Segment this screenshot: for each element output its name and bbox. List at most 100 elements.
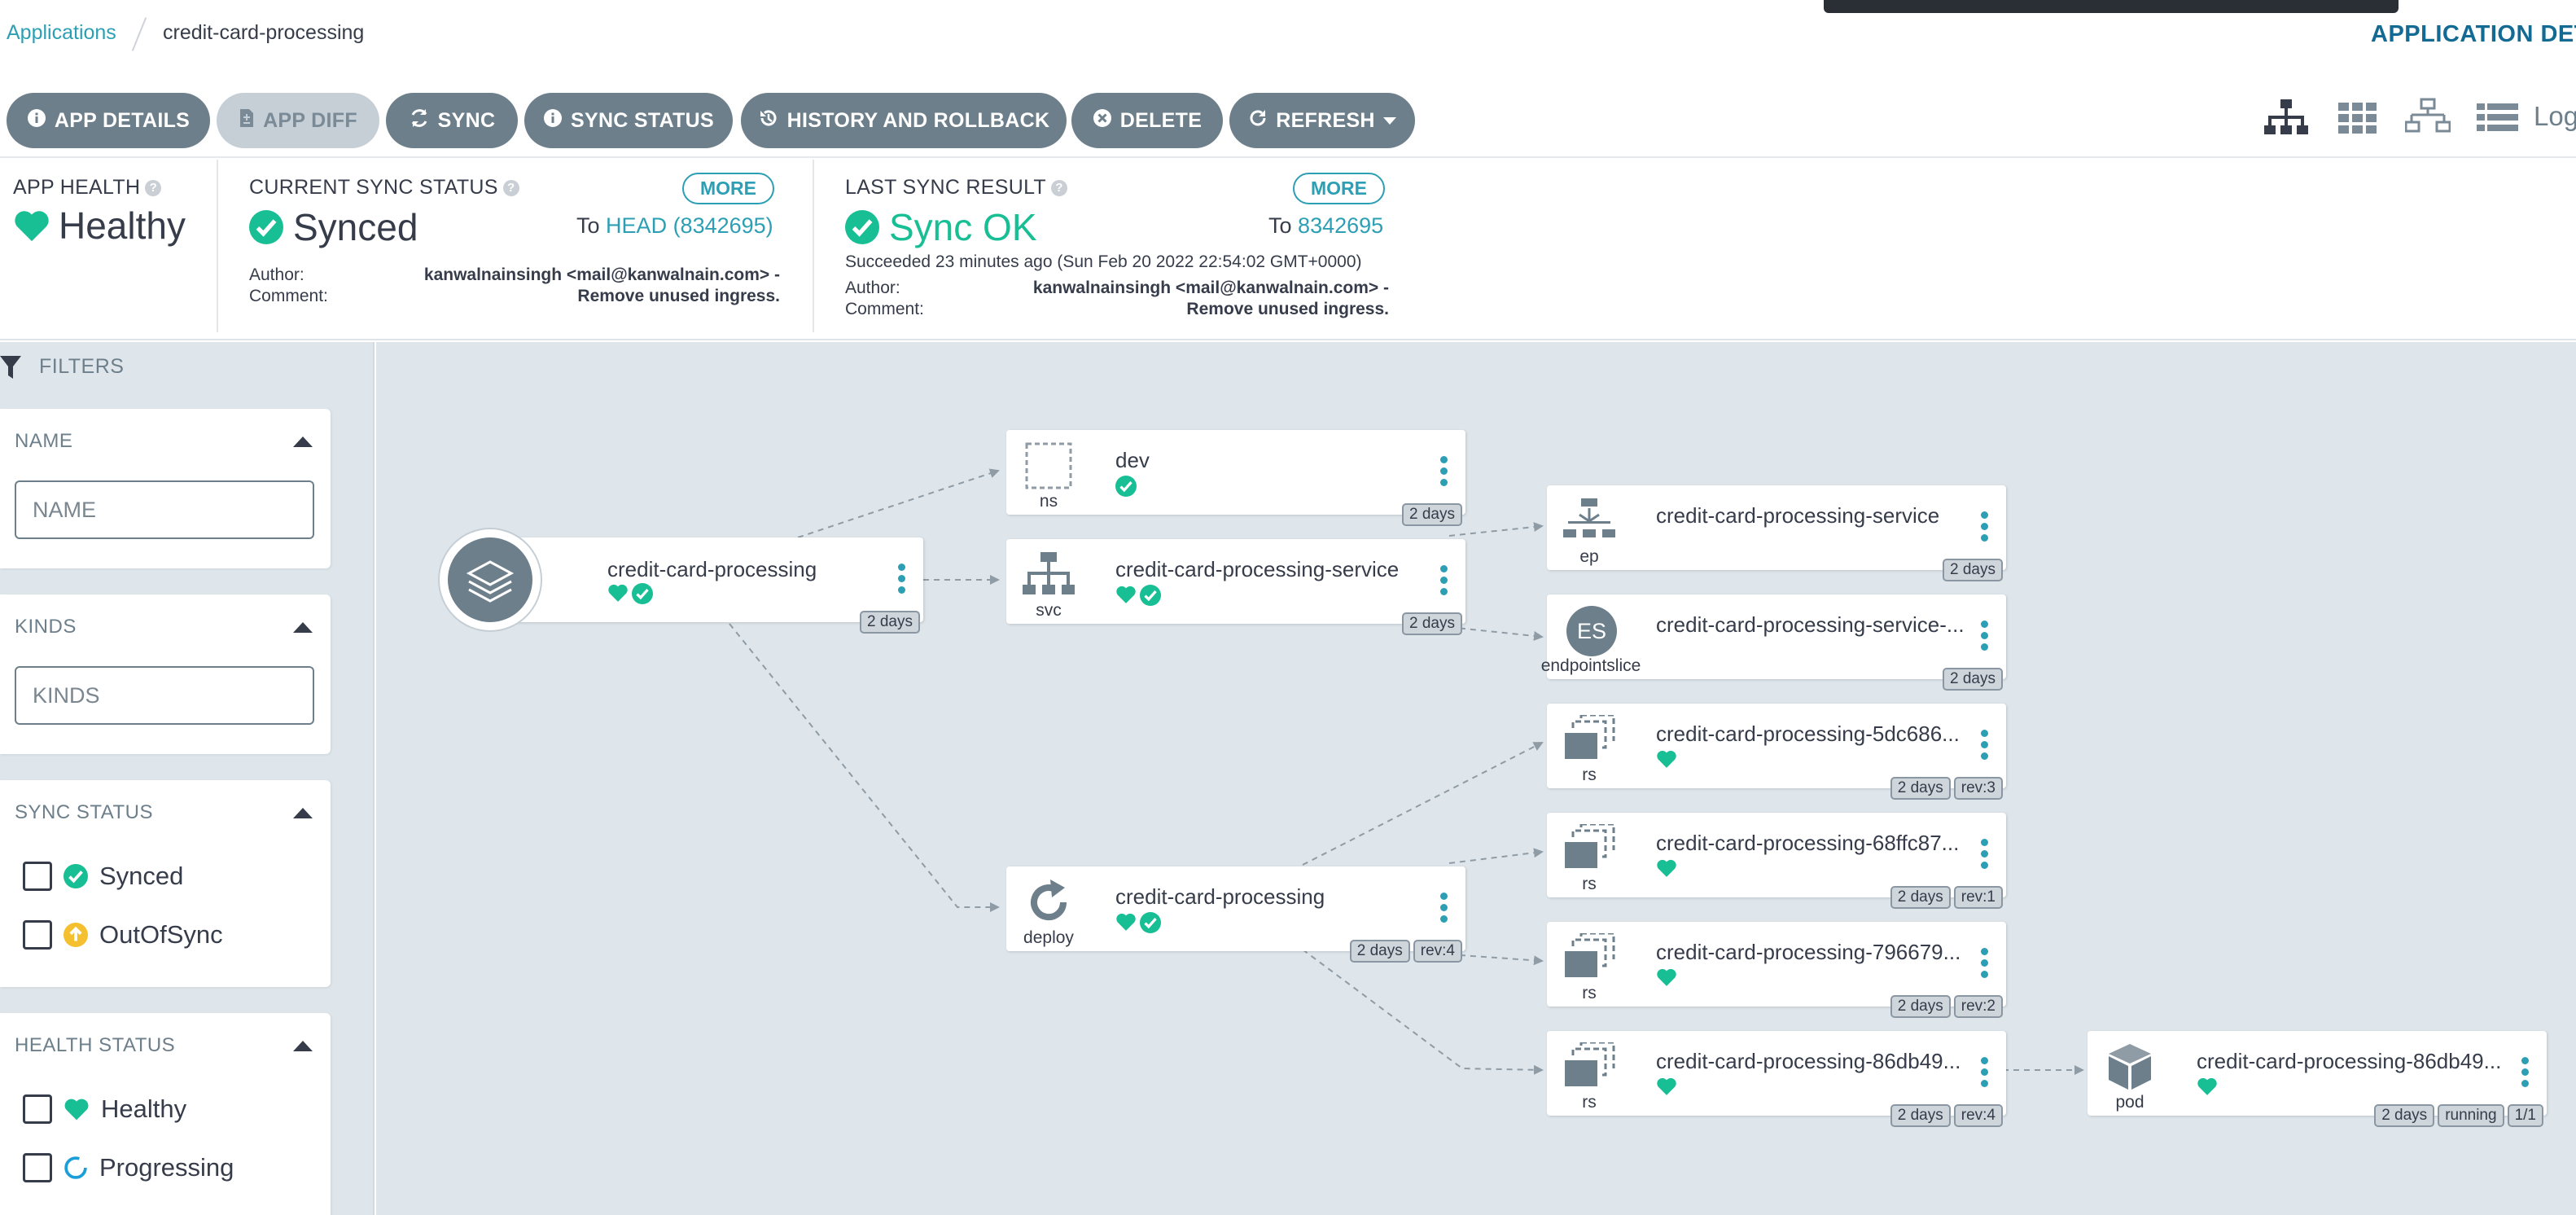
- check-circle-icon: [1115, 476, 1137, 497]
- divider: [217, 160, 218, 332]
- last-sync-result-label: LAST SYNC RESULT?: [845, 176, 1067, 200]
- network-view-icon[interactable]: [2405, 96, 2451, 142]
- info-icon: [27, 108, 46, 134]
- info-icon: [543, 108, 563, 134]
- tree-node-replicaset[interactable]: rs credit-card-processing-796679... 2 da…: [1547, 922, 2006, 1018]
- sync-comment-label: Comment:: [249, 287, 328, 305]
- kinds-filter-title: KINDS: [15, 616, 77, 638]
- sync-to-prefix: To: [576, 213, 600, 238]
- endpointslice-icon: ES: [1566, 606, 1617, 656]
- out-of-sync-filter-option[interactable]: OutOfSync: [23, 920, 223, 950]
- delete-button[interactable]: DELETE: [1071, 93, 1223, 148]
- tree-node-replicaset[interactable]: rs credit-card-processing-86db49... 2 da…: [1547, 1031, 2006, 1127]
- last-sync-to-prefix: To: [1268, 213, 1292, 238]
- sync-status-button[interactable]: SYNC STATUS: [524, 93, 733, 148]
- file-diff-icon: [239, 108, 255, 134]
- sync-revision-link[interactable]: HEAD (8342695): [606, 213, 773, 238]
- tree-view-icon[interactable]: [2263, 96, 2309, 142]
- sync-more-button[interactable]: MORE: [682, 173, 774, 204]
- delete-label: DELETE: [1119, 108, 1203, 132]
- app-node-icon: [440, 529, 541, 630]
- app-node-box[interactable]: credit-card-processing 2 days: [490, 537, 923, 634]
- help-icon[interactable]: ?: [1051, 180, 1067, 197]
- node-menu-icon[interactable]: [898, 564, 905, 594]
- node-menu-icon[interactable]: [1981, 730, 1988, 760]
- refresh-button[interactable]: REFRESH: [1229, 93, 1415, 148]
- node-name: credit-card-processing-86db49...: [1656, 1049, 1961, 1073]
- node-menu-icon[interactable]: [1981, 948, 1988, 978]
- revision-badge: rev:4: [1413, 940, 1462, 963]
- caret-down-icon: [1382, 116, 1396, 125]
- synced-filter-option[interactable]: Synced: [23, 862, 183, 891]
- collapse-icon[interactable]: [293, 622, 313, 633]
- collapse-icon[interactable]: [293, 808, 313, 818]
- name-filter-title: NAME: [15, 430, 73, 452]
- tree-node-replicaset[interactable]: rs credit-card-processing-5dc686... 2 da…: [1547, 704, 2006, 800]
- tree-node-endpointslice[interactable]: ES endpointslice credit-card-processing-…: [1541, 594, 2006, 691]
- kinds-filter-input[interactable]: [15, 666, 314, 725]
- arrow-up-circle-icon: [64, 923, 88, 947]
- pod-cube-icon: [2109, 1044, 2151, 1090]
- history-rollback-button[interactable]: HISTORY AND ROLLBACK: [741, 93, 1067, 148]
- list-view-icon[interactable]: [2475, 96, 2521, 142]
- logs-link[interactable]: Log: [2534, 101, 2576, 131]
- node-name: credit-card-processing-68ffc87...: [1656, 831, 1960, 855]
- node-menu-icon[interactable]: [1981, 1057, 1988, 1087]
- last-sync-comment-label: Comment:: [845, 300, 924, 318]
- node-menu-icon[interactable]: [1981, 839, 1988, 869]
- node-status: [1115, 912, 1161, 933]
- sync-target: To HEAD (8342695): [576, 213, 773, 239]
- pods-grid-icon[interactable]: [2335, 96, 2381, 142]
- tree-node-service[interactable]: svc credit-card-processing-service 2 day…: [1006, 539, 1465, 635]
- breadcrumb-applications-link[interactable]: Applications: [7, 21, 116, 44]
- check-circle-icon: [1140, 912, 1161, 933]
- app-details-label: APP DETAILS: [54, 108, 191, 132]
- tree-node-namespace[interactable]: ns dev 2 days: [1006, 430, 1465, 526]
- node-kind: endpointslice: [1540, 656, 1641, 675]
- replicaset-icon: [1565, 824, 1615, 868]
- refresh-icon: [1248, 108, 1268, 134]
- node-menu-icon[interactable]: [2521, 1057, 2529, 1087]
- app-details-button[interactable]: APP DETAILS: [7, 93, 210, 148]
- last-sync-revision-link[interactable]: 8342695: [1298, 213, 1384, 238]
- healthy-filter-option[interactable]: Healthy: [23, 1094, 186, 1124]
- name-filter-input[interactable]: [15, 480, 314, 539]
- revision-badge: rev:2: [1953, 995, 2003, 1018]
- sync-button[interactable]: SYNC: [386, 93, 518, 148]
- breadcrumb-separator: [131, 17, 147, 51]
- top-bar: Applications credit-card-processing APPL…: [0, 0, 2576, 73]
- tree-node-endpoints[interactable]: ep credit-card-processing-service 2 days: [1547, 485, 2006, 581]
- filters-header[interactable]: FILTERS: [0, 355, 124, 379]
- tree-node-pod[interactable]: pod credit-card-processing-86db49... 2 d…: [2088, 1031, 2547, 1127]
- progress-spinner-icon: [64, 1156, 87, 1179]
- notification-bar: [1824, 0, 2399, 13]
- collapse-icon[interactable]: [293, 436, 313, 447]
- revision-badge: rev:4: [1953, 1104, 2003, 1127]
- collapse-icon[interactable]: [293, 1041, 313, 1051]
- progressing-filter-option[interactable]: Progressing: [23, 1153, 234, 1182]
- node-menu-icon[interactable]: [1981, 621, 1988, 651]
- progressing-option-label: Progressing: [99, 1153, 234, 1182]
- refresh-label: REFRESH: [1276, 108, 1375, 132]
- synced-checkbox[interactable]: [23, 862, 52, 891]
- progressing-checkbox[interactable]: [23, 1153, 52, 1182]
- tree-node-deployment[interactable]: deploy credit-card-processing 2 days rev…: [1006, 866, 1465, 963]
- last-sync-more-button[interactable]: MORE: [1293, 173, 1385, 204]
- heart-icon: [1116, 913, 1136, 931]
- last-sync-author-value: kanwalnainsingh <mail@kanwalnain.com> -: [1032, 279, 1389, 297]
- history-icon: [758, 107, 779, 134]
- node-menu-icon[interactable]: [1440, 456, 1448, 486]
- node-menu-icon[interactable]: [1440, 565, 1448, 595]
- tree-node-replicaset[interactable]: rs credit-card-processing-68ffc87... 2 d…: [1547, 813, 2006, 909]
- out-of-sync-checkbox[interactable]: [23, 920, 52, 950]
- tree-node-application[interactable]: credit-card-processing 2 days: [440, 529, 923, 634]
- node-menu-icon[interactable]: [1981, 511, 1988, 542]
- app-diff-button[interactable]: APP DIFF: [217, 93, 379, 148]
- help-icon[interactable]: ?: [502, 180, 519, 197]
- node-menu-icon[interactable]: [1440, 893, 1448, 923]
- healthy-checkbox[interactable]: [23, 1094, 52, 1124]
- help-icon[interactable]: ?: [145, 180, 162, 197]
- app-diff-label: APP DIFF: [263, 108, 357, 132]
- endpoints-icon: [1563, 498, 1615, 537]
- node-status: [1656, 749, 1677, 769]
